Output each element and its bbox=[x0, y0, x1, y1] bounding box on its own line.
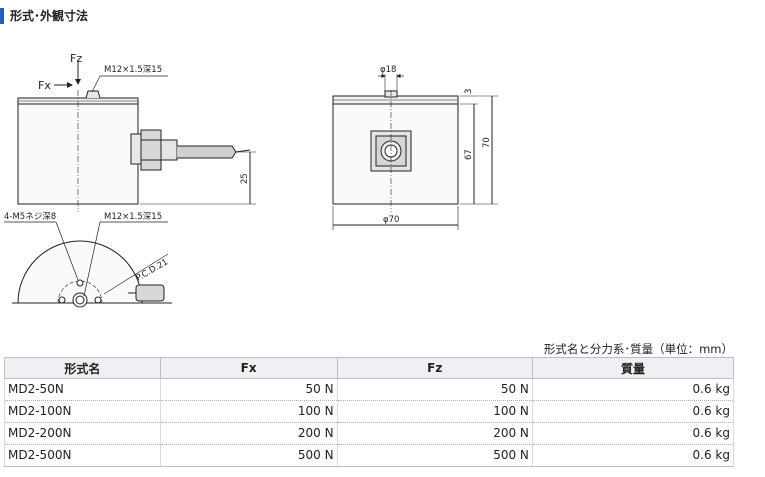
table-row: MD2-50N 50 N 50 N 0.6 kg bbox=[4, 378, 735, 401]
cell-mass: 0.6 kg bbox=[531, 378, 735, 401]
label-thread-bottom: M12×1.5深15 bbox=[104, 212, 162, 222]
cell-fz: 200 N bbox=[336, 422, 533, 445]
label-dim-25: 25 bbox=[240, 173, 250, 184]
front-view bbox=[332, 73, 498, 230]
cell-fx: 50 N bbox=[159, 378, 338, 401]
cell-fx: 200 N bbox=[159, 422, 338, 445]
header-fz: Fz bbox=[336, 357, 533, 379]
label-dim-70-height: 70 bbox=[482, 137, 492, 148]
label-fz: Fz bbox=[70, 52, 82, 65]
cell-model: MD2-100N bbox=[4, 400, 161, 423]
header-fx: Fx bbox=[159, 357, 338, 379]
cell-fz: 500 N bbox=[336, 444, 533, 467]
cell-model: MD2-500N bbox=[4, 444, 161, 467]
label-dim-phi18: φ18 bbox=[380, 65, 396, 75]
cell-fz: 100 N bbox=[336, 400, 533, 423]
label-pcd: P.C.D.21 bbox=[135, 257, 171, 283]
label-screw: 4-M5ネジ深8 bbox=[4, 212, 56, 222]
dimension-drawing: Fz Fx M12×1.5深15 25 φ18 3 67 70 φ70 bbox=[4, 52, 498, 308]
table-row: MD2-200N 200 N 200 N 0.6 kg bbox=[4, 422, 735, 445]
table-header-row: 形式名 Fx Fz 質量 bbox=[4, 357, 735, 379]
label-dim-phi70: φ70 bbox=[383, 215, 399, 225]
section-title: 形式･外観寸法 bbox=[0, 8, 88, 24]
table-row: MD2-100N 100 N 100 N 0.6 kg bbox=[4, 400, 735, 423]
table-caption: 形式名と分力系･質量（単位：mm） bbox=[543, 342, 733, 356]
spec-table: 形式名 Fx Fz 質量 MD2-50N 50 N 50 N 0.6 kg MD… bbox=[4, 357, 735, 467]
label-dim-67: 67 bbox=[464, 149, 474, 160]
table-row: MD2-500N 500 N 500 N 0.6 kg bbox=[4, 444, 735, 467]
cell-model: MD2-200N bbox=[4, 422, 161, 445]
label-dim-3: 3 bbox=[464, 89, 474, 94]
label-thread-top: M12×1.5深15 bbox=[104, 65, 162, 75]
cell-fx: 100 N bbox=[159, 400, 338, 423]
label-fx: Fx bbox=[38, 79, 51, 92]
header-mass: 質量 bbox=[531, 357, 735, 379]
cell-fx: 500 N bbox=[159, 444, 338, 467]
cell-fz: 50 N bbox=[336, 378, 533, 401]
bottom-view bbox=[4, 221, 172, 308]
header-model: 形式名 bbox=[4, 357, 161, 379]
cell-mass: 0.6 kg bbox=[531, 422, 735, 445]
cell-model: MD2-50N bbox=[4, 378, 161, 401]
side-view bbox=[17, 60, 256, 212]
cell-mass: 0.6 kg bbox=[531, 400, 735, 423]
cell-mass: 0.6 kg bbox=[531, 444, 735, 467]
